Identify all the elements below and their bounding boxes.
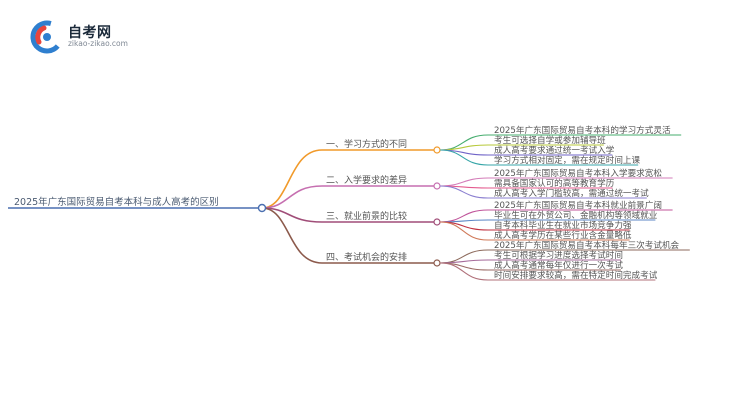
branch-node[interactable]: [433, 259, 441, 267]
branch-label[interactable]: 一、学习方式的不同: [326, 138, 407, 150]
branch-connector: [261, 185, 323, 209]
site-title: 自考网: [68, 25, 112, 41]
leaf-label[interactable]: 自考本科毕业生在就业市场竞争力强: [494, 219, 632, 231]
branch-label[interactable]: 二、入学要求的差异: [326, 174, 407, 186]
leaf-connector: [439, 144, 489, 151]
leaf-connector: [439, 219, 489, 223]
logo-icon: [30, 20, 64, 54]
leaf-label[interactable]: 成人高考要求通过统一考试入学: [494, 144, 615, 156]
leaf-connector: [439, 185, 489, 199]
branch-label[interactable]: 四、考试机会的安排: [326, 251, 407, 263]
leaf-label[interactable]: 时间安排要求较高，需在特定时间完成考试: [494, 269, 658, 281]
root-topic: 2025年广东国际贸易自考本科与成人高考的区别: [14, 196, 219, 208]
branch-node[interactable]: [433, 218, 441, 226]
leaf-label[interactable]: 需具备国家认可的高等教育学历: [494, 177, 615, 189]
leaf-connector: [439, 149, 489, 166]
leaf-connector: [439, 221, 489, 241]
leaf-connector: [439, 262, 489, 281]
leaf-connector: [439, 259, 489, 264]
root-node[interactable]: [257, 203, 267, 213]
leaf-label[interactable]: 学习方式相对固定，需在规定时间上课: [494, 154, 641, 166]
leaf-label[interactable]: 成人高考学历在某些行业含金量略低: [494, 229, 632, 241]
branch-connector: [261, 207, 323, 264]
leaf-label[interactable]: 成人高考通常每年仅进行一次考试: [494, 259, 623, 271]
leaf-label[interactable]: 2025年广东国际贸易自考本科的学习方式灵活: [494, 124, 671, 136]
leaf-label[interactable]: 2025年广东国际贸易自考本科入学要求宽松: [494, 167, 662, 179]
leaf-connector: [439, 177, 489, 187]
branch-node[interactable]: [433, 146, 441, 154]
site-url: zikao-zikao.com: [68, 39, 128, 48]
branch-node[interactable]: [433, 182, 441, 190]
branch-label[interactable]: 三、就业前景的比较: [326, 210, 407, 222]
leaf-label[interactable]: 2025年广东国际贸易自考本科每年三次考试机会: [494, 239, 680, 251]
site-logo[interactable]: 自考网 zikao-zikao.com: [30, 20, 140, 54]
leaf-label[interactable]: 成人高考入学门槛较高，需通过统一考试: [494, 187, 649, 199]
leaf-label[interactable]: 考生可根据学习进度选择考试时间: [494, 249, 623, 261]
branch-connector: [261, 207, 323, 223]
leaf-label[interactable]: 2025年广东国际贸易自考本科就业前景广阔: [494, 199, 662, 211]
leaf-label[interactable]: 毕业生可在外贸公司、金融机构等领域就业: [494, 209, 658, 221]
leaf-label[interactable]: 考生可选择自学或参加辅导班: [494, 134, 606, 146]
branch-connector: [261, 149, 323, 209]
